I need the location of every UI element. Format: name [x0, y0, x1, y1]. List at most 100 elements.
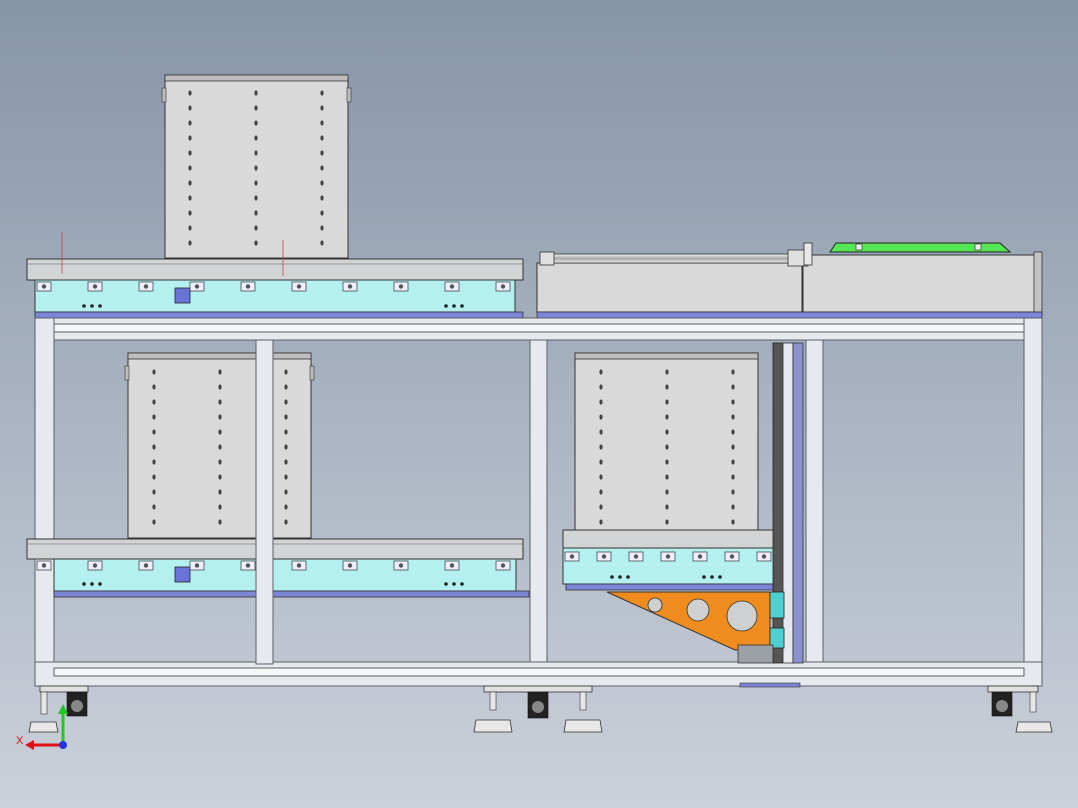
roller-bolt: [143, 284, 149, 289]
roller-bolt: [398, 563, 404, 568]
mounting-hole: [731, 489, 735, 495]
screw: [610, 575, 614, 579]
mounting-hole: [152, 384, 156, 390]
mounting-hole: [665, 414, 669, 420]
screw: [452, 582, 456, 586]
mounting-hole: [254, 240, 258, 246]
mounting-hole: [188, 195, 192, 201]
caster-left: [28, 685, 89, 733]
mounting-hole: [254, 90, 258, 96]
roller-bolt: [41, 284, 47, 289]
roller-bolt: [194, 563, 200, 568]
mounting-hole: [599, 504, 603, 510]
roller-bolt: [633, 554, 639, 559]
mounting-hole: [254, 210, 258, 216]
roller-bolt: [245, 563, 251, 568]
upper-left-conveyor[interactable]: [26, 232, 524, 319]
mounting-hole: [152, 504, 156, 510]
roller-bolt: [601, 554, 607, 559]
mounting-hole: [254, 105, 258, 111]
screw: [90, 304, 94, 308]
mounting-hole: [188, 240, 192, 246]
roller-bolt: [449, 284, 455, 289]
mounting-hole: [218, 414, 222, 420]
mounting-hole: [599, 429, 603, 435]
roller-bolt: [500, 284, 506, 289]
roller-bolt: [665, 554, 671, 559]
frame-post: [255, 339, 274, 665]
mounting-hole: [188, 180, 192, 186]
mounting-hole: [731, 444, 735, 450]
mounting-hole: [152, 399, 156, 405]
mounting-hole: [284, 414, 288, 420]
mounting-hole: [284, 429, 288, 435]
roller-bolt: [347, 563, 353, 568]
roller-bolt: [296, 284, 302, 289]
mounting-hole: [731, 384, 735, 390]
mounting-hole: [284, 369, 288, 375]
lower-left-magazine[interactable]: [124, 352, 315, 539]
mounting-hole: [599, 399, 603, 405]
mounting-hole: [320, 150, 324, 156]
upper-left-magazine[interactable]: [161, 74, 352, 259]
roller-bolt: [761, 554, 767, 559]
mounting-hole: [320, 90, 324, 96]
roller-bolt: [296, 563, 302, 568]
hole-column: [188, 90, 324, 246]
lower-left-conveyor[interactable]: [26, 538, 530, 598]
screw: [90, 582, 94, 586]
mounting-hole: [320, 165, 324, 171]
mounting-hole: [665, 384, 669, 390]
mounting-hole: [665, 429, 669, 435]
green-tray: [829, 242, 1012, 253]
mounting-hole: [599, 444, 603, 450]
lift-module[interactable]: [562, 342, 804, 688]
roller-bolt: [92, 284, 98, 289]
mounting-hole: [320, 240, 324, 246]
screw: [98, 582, 102, 586]
feet-and-casters: [28, 685, 1053, 733]
mounting-hole: [320, 105, 324, 111]
mounting-hole: [284, 504, 288, 510]
mounting-hole: [152, 369, 156, 375]
mounting-hole: [218, 519, 222, 525]
mounting-hole: [188, 105, 192, 111]
upper-right-module[interactable]: [536, 242, 1043, 319]
mounting-hole: [665, 474, 669, 480]
mounting-hole: [320, 135, 324, 141]
mounting-hole: [218, 459, 222, 465]
roller-bolt: [697, 554, 703, 559]
caster-middle: [473, 685, 603, 733]
mounting-hole: [320, 225, 324, 231]
mounting-hole: [731, 429, 735, 435]
mounting-hole: [188, 150, 192, 156]
mounting-hole: [254, 120, 258, 126]
mounting-hole: [284, 444, 288, 450]
main-frame: [34, 317, 1043, 687]
mounting-hole: [218, 384, 222, 390]
mounting-hole: [218, 474, 222, 480]
mounting-hole: [599, 369, 603, 375]
mounting-hole: [731, 459, 735, 465]
screw: [460, 582, 464, 586]
screw: [82, 582, 86, 586]
mounting-hole: [665, 459, 669, 465]
mounting-hole: [665, 519, 669, 525]
mounting-hole: [152, 474, 156, 480]
mounting-hole: [320, 195, 324, 201]
roller-bolt: [245, 284, 251, 289]
mounting-hole: [599, 519, 603, 525]
mounting-hole: [599, 459, 603, 465]
mounting-hole: [188, 135, 192, 141]
roller-bolt: [143, 563, 149, 568]
mounting-hole: [665, 369, 669, 375]
mounting-hole: [731, 369, 735, 375]
mounting-hole: [284, 489, 288, 495]
mounting-hole: [254, 195, 258, 201]
mounting-hole: [320, 180, 324, 186]
mounting-hole: [731, 474, 735, 480]
mounting-hole: [152, 459, 156, 465]
roller-bolt: [449, 563, 455, 568]
